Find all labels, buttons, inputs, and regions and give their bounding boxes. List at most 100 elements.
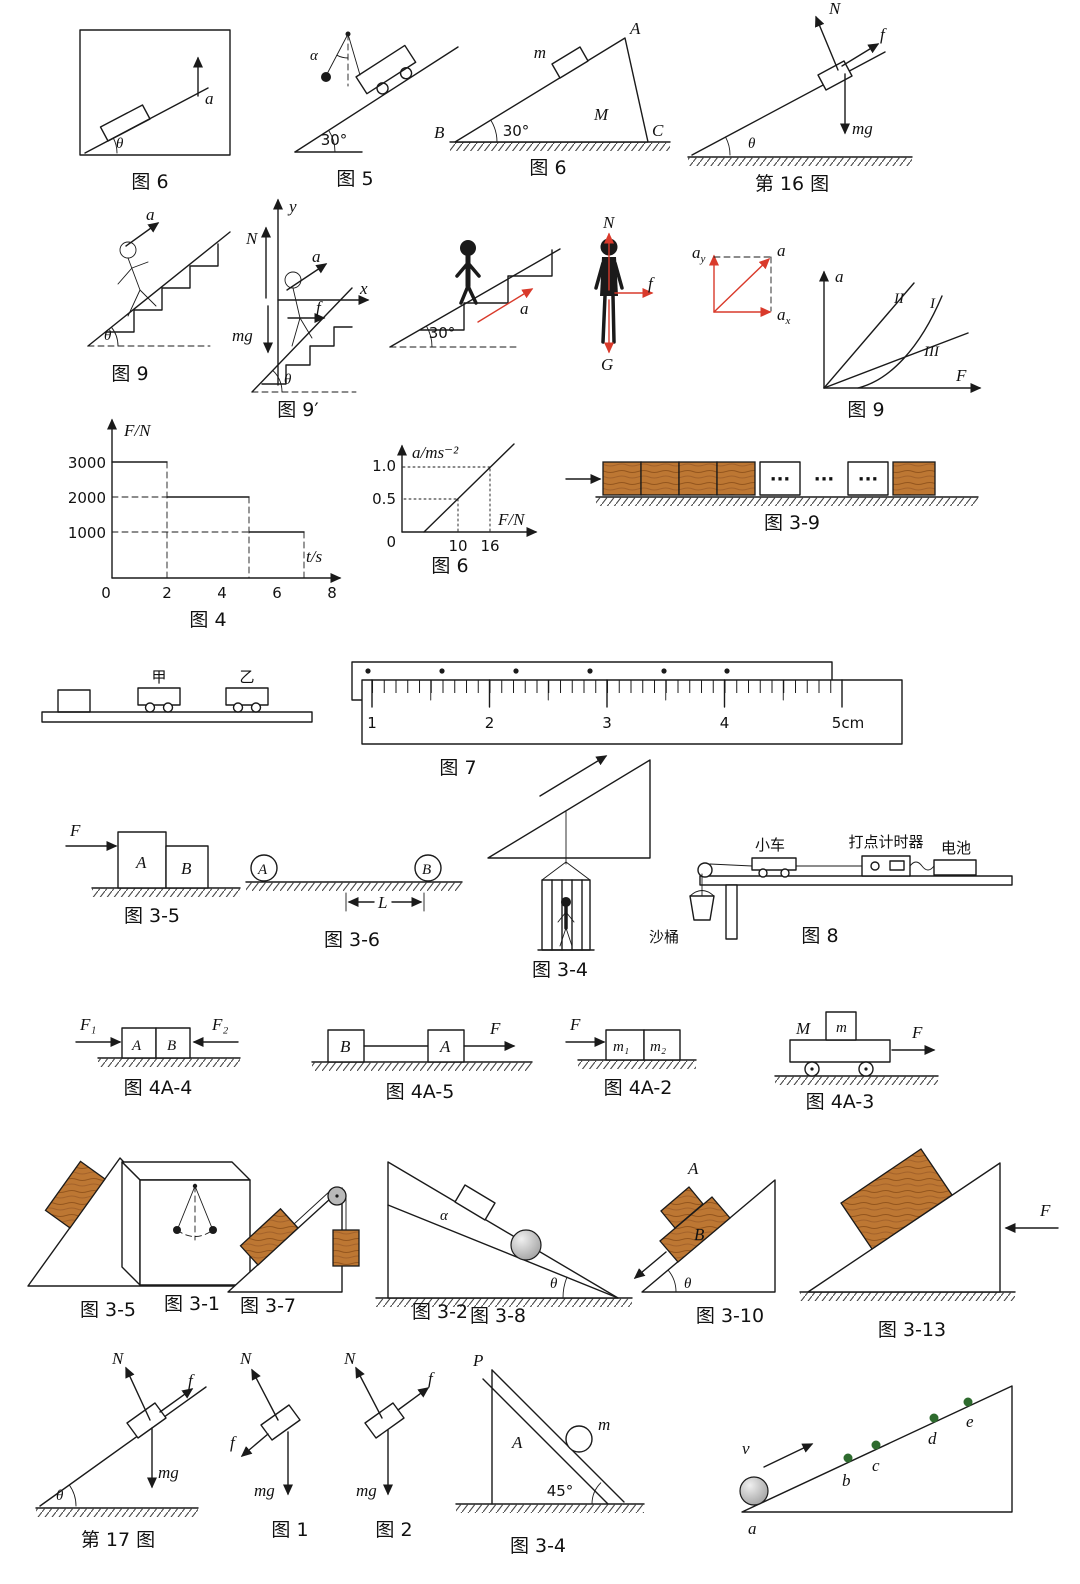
block-A xyxy=(121,1027,157,1059)
friction-arrow xyxy=(159,1388,194,1413)
label-II: II xyxy=(893,291,905,307)
person-stick xyxy=(284,271,313,347)
wood-block xyxy=(44,1160,106,1229)
normal-arrow xyxy=(125,1366,151,1421)
figure-vector-decomposition: ay a ax xyxy=(692,241,791,327)
angle-arc xyxy=(328,129,336,153)
caption: 图 3-4 xyxy=(510,1535,566,1557)
block-A xyxy=(427,1029,465,1063)
wedge xyxy=(487,759,651,859)
label-M: M xyxy=(795,1019,811,1038)
caption: 图 3-13 xyxy=(878,1319,946,1341)
a-arrow xyxy=(713,257,771,313)
label-cart: 小车 xyxy=(755,836,785,854)
label-angle: 30° xyxy=(321,131,348,149)
ruler-5cm: 5cm xyxy=(832,714,864,732)
label-mg: mg xyxy=(232,326,253,345)
label-m: m xyxy=(534,43,546,62)
ylabel: a/ms⁻² xyxy=(412,443,459,462)
figure-graph-aF-line: a/ms⁻² F/N 1.0 0.5 0 10 16 图 6 xyxy=(372,443,538,577)
ground-hatch xyxy=(688,157,912,166)
incline-line xyxy=(39,1386,207,1507)
label-N: N xyxy=(111,1349,125,1368)
label-d: d xyxy=(928,1429,937,1448)
figure-boxes-row: ··· ··· ··· 图 3-9 xyxy=(565,461,979,534)
label-mg: mg xyxy=(158,1463,179,1482)
caption: 图 3-1 xyxy=(164,1293,220,1315)
hanging-weight xyxy=(332,1229,360,1267)
caption: 图 6 xyxy=(431,555,468,577)
figure-incline-17: N f mg θ 第 17 图 xyxy=(35,1349,207,1551)
motion-arrow xyxy=(539,755,608,797)
stairs xyxy=(105,243,219,333)
label-angle: 30° xyxy=(503,122,530,140)
plank-upper xyxy=(491,1369,625,1503)
figure-ball-rolling-up: v a b c d e xyxy=(739,1385,1013,1538)
bob-right xyxy=(209,1226,217,1234)
plank-lower xyxy=(482,1378,609,1505)
cm-ticks xyxy=(371,679,843,708)
ground-hatch xyxy=(596,497,978,506)
curve-I xyxy=(857,295,943,389)
bracket-rod xyxy=(347,33,361,76)
ytick-1: 1.0 xyxy=(372,457,396,475)
sand-bucket xyxy=(689,890,715,921)
caption: 图 4A-5 xyxy=(386,1081,455,1103)
block xyxy=(454,1184,496,1221)
label-F: F xyxy=(1039,1201,1051,1220)
ground-hatch xyxy=(246,882,462,891)
position-dots xyxy=(843,1397,973,1463)
angle-arc xyxy=(425,325,433,348)
track xyxy=(41,711,313,723)
label-A: A xyxy=(131,1038,142,1054)
battery xyxy=(933,859,977,876)
block-B xyxy=(155,1027,191,1059)
room-side xyxy=(121,1161,141,1286)
dots-box xyxy=(759,461,801,496)
block-A xyxy=(660,1186,704,1229)
block-B xyxy=(327,1029,365,1063)
ground-hatch xyxy=(450,142,670,151)
incline-line xyxy=(294,46,459,153)
ball xyxy=(739,1476,769,1506)
angle-arc xyxy=(667,1269,677,1293)
caption: 图 4A-2 xyxy=(604,1077,673,1099)
acceleration-arrow-red xyxy=(477,288,534,323)
caption: 图 3-6 xyxy=(324,929,380,951)
caption: 图 3-5 xyxy=(80,1299,136,1321)
figure-stairs-9-prime: y x N a f mg θ 图 9′ xyxy=(232,197,370,421)
ground-hatch xyxy=(98,1058,240,1067)
label-a: a xyxy=(520,299,529,318)
ground-hatch xyxy=(312,1062,532,1071)
angle-arc xyxy=(68,1484,77,1507)
label-F: F xyxy=(911,1023,923,1042)
room-top xyxy=(121,1161,251,1181)
ellipsis: ··· xyxy=(814,469,835,490)
label-F: F xyxy=(69,821,81,840)
ground-hatch xyxy=(376,1298,632,1307)
ellipsis: ··· xyxy=(858,469,879,490)
label-a: a xyxy=(835,267,844,286)
label-c: c xyxy=(872,1456,880,1475)
angle-arc xyxy=(110,326,119,347)
caption: 第 16 图 xyxy=(755,173,829,195)
label-B: B xyxy=(340,1037,351,1056)
ground-hatch xyxy=(456,1504,644,1513)
speckled-block xyxy=(57,689,91,713)
caption: 图 9′ xyxy=(277,399,318,421)
label-ay: ay xyxy=(692,243,706,265)
label-N: N xyxy=(602,213,616,232)
label-m1: m₁ xyxy=(613,1039,629,1055)
half-cm-ticks xyxy=(430,679,784,701)
label-A: A xyxy=(135,853,147,872)
wood-box xyxy=(892,461,936,496)
caption: 图 3-4 xyxy=(532,959,588,981)
angle-arc xyxy=(112,137,118,154)
label-N: N xyxy=(343,1349,357,1368)
ytick-1000: 1000 xyxy=(68,524,106,542)
wood-box xyxy=(678,461,718,496)
ground-hatch xyxy=(578,1060,696,1069)
incline-line xyxy=(251,287,353,393)
ruler-3: 3 xyxy=(602,714,612,732)
